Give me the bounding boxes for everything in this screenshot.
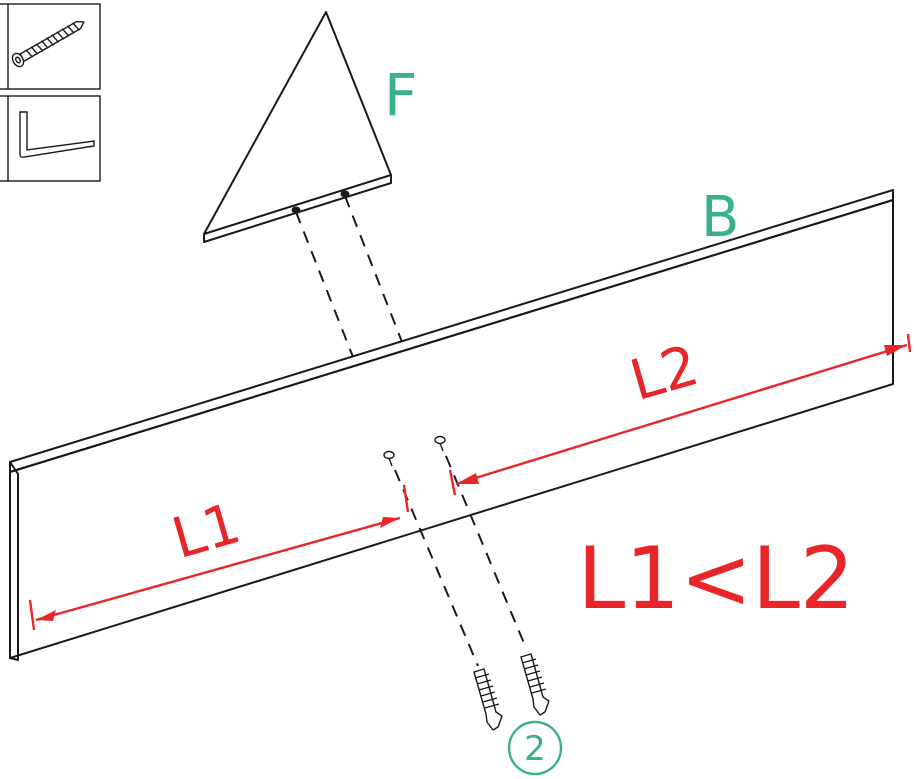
hex-key-icon [19,111,95,158]
alignment-line [295,211,354,358]
part-f-triangle [203,11,392,243]
l2-label: L2 [623,333,705,414]
pre-drilled-hole [340,190,350,198]
part-b-label: B [701,185,739,250]
board-end [9,461,19,661]
cam-screw-icon [11,20,85,68]
part-b-board [9,189,894,661]
parts-inventory [0,3,101,182]
screw-path-line [445,455,527,649]
board-top-edge [9,189,894,473]
step-number-badge [507,720,563,776]
dimension-l1 [28,484,410,631]
dimension-l2 [448,333,912,496]
part-f-label: F [384,61,417,129]
wood-screw-icon [473,668,503,731]
step-number: 2 [524,729,546,769]
l1-label: L1 [165,491,247,572]
l1-less-than-l2-rule: L1<L2 [577,529,854,629]
screw-path-line [394,469,479,667]
wood-screw-icon [520,653,550,716]
parts-box-hex-key [0,95,101,182]
alignment-line [344,195,403,343]
board-screw-holes [383,435,446,467]
parts-box-screw [0,3,101,90]
pre-drilled-hole [291,206,301,214]
